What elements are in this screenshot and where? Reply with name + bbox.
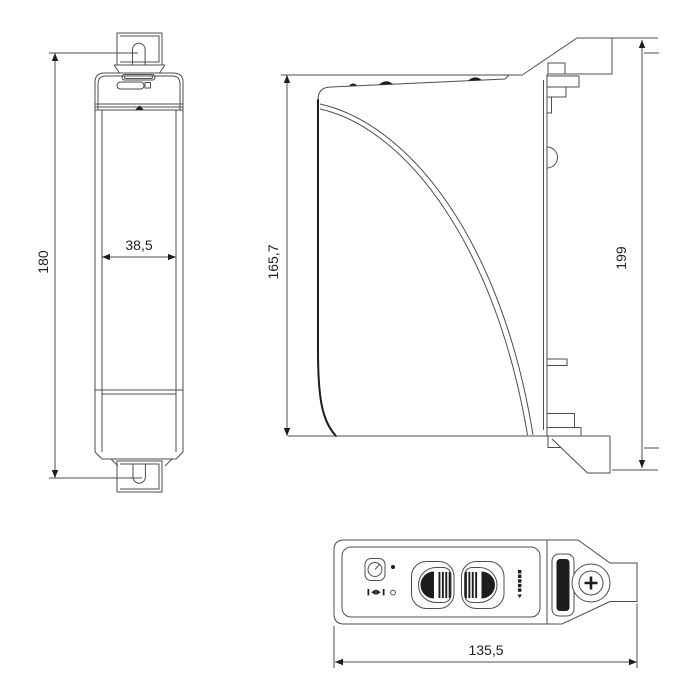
actuator-head	[94, 72, 184, 110]
button-grip-stripes	[465, 572, 478, 598]
dim-label-top-width: 135,5	[468, 642, 503, 658]
chain-retract-button	[411, 561, 455, 609]
dim-lines	[333, 603, 638, 668]
indicator-ring	[390, 589, 396, 596]
bracket-slot	[132, 42, 146, 65]
dim-top-width: 135,5	[333, 603, 638, 668]
bracket-profile	[551, 436, 611, 474]
foot-inner	[120, 463, 160, 490]
bracket-inner	[120, 35, 160, 63]
head-inner	[97, 75, 181, 110]
micro-label	[517, 570, 522, 599]
top-mounting-bracket	[113, 32, 166, 74]
body-side-walls	[101, 110, 177, 452]
back-tab	[547, 358, 568, 366]
outer-outline	[333, 539, 638, 625]
bracket-outer	[116, 32, 163, 66]
dim-label-front-width: 38,5	[125, 237, 152, 253]
bracket-collar	[113, 64, 166, 74]
head-outer	[94, 72, 184, 110]
back-wall	[543, 74, 548, 436]
front-face-edge	[317, 99, 337, 437]
indicator-dot	[391, 565, 395, 569]
front-view: 180 38,5	[35, 32, 184, 493]
chain-slot-opening	[556, 559, 570, 611]
chain-extend-button	[461, 561, 505, 609]
face-plate	[341, 546, 541, 618]
dial-knob	[367, 562, 383, 577]
chain-exit-slot	[121, 74, 156, 81]
selector-dial	[364, 558, 386, 581]
button-ring	[464, 567, 498, 603]
dim-side-total-height: 199	[612, 37, 659, 471]
rear-top-bracket	[522, 37, 613, 114]
button-outline	[411, 561, 455, 609]
button-arrow-right	[481, 571, 496, 599]
foot-collar	[110, 458, 173, 467]
curved-cover-inner	[319, 108, 528, 436]
small-port	[144, 82, 151, 89]
dim-front-height: 180	[35, 52, 142, 479]
bracket-profile	[522, 37, 613, 75]
dial-housing	[364, 558, 386, 581]
dim-label-side-total-height: 199	[613, 246, 629, 270]
dim-lines	[281, 74, 509, 436]
dim-front-width: 38,5	[102, 237, 176, 261]
body-divider-lines	[95, 389, 183, 395]
label-recess	[116, 81, 145, 90]
dial-pointer	[374, 564, 380, 570]
phillips-screw-icon	[584, 576, 598, 590]
side-view: 165,7 199	[265, 37, 659, 474]
foot-outer	[116, 460, 163, 493]
bracket-hook	[547, 436, 562, 448]
actuator-body	[94, 105, 184, 460]
alignment-mark	[135, 105, 144, 110]
chain-outlet	[551, 553, 575, 617]
limit-arrows-icon	[367, 589, 385, 596]
screw-boss	[571, 563, 611, 603]
button-outline	[461, 561, 505, 609]
bracket-hook	[547, 62, 566, 75]
dim-lines	[612, 37, 659, 471]
dim-label-side-front-height: 165,7	[265, 244, 281, 279]
foot-slot	[132, 464, 146, 484]
top-screw-bumps	[349, 77, 482, 86]
dim-label-front-height: 180	[35, 250, 51, 274]
rear-bottom-bracket	[547, 413, 611, 474]
bracket-steps	[547, 75, 580, 114]
top-view: 135,5	[333, 539, 638, 668]
dim-lines	[49, 52, 142, 479]
chain-exit-slot-inner	[124, 75, 153, 79]
dim-side-front-height: 165,7	[265, 74, 509, 436]
bracket-steps	[547, 413, 582, 437]
button-grip-stripes	[438, 572, 451, 598]
dim-arrows	[102, 253, 176, 261]
back-notch	[546, 146, 558, 169]
body-outline	[94, 109, 184, 460]
curved-cover-outer	[319, 103, 534, 436]
bottom-mounting-bracket	[110, 458, 173, 493]
screw-head	[578, 570, 604, 596]
button-ring	[418, 567, 452, 603]
micro-label-arrow	[517, 594, 522, 599]
top-edge	[317, 74, 523, 101]
button-arrow-left	[420, 571, 434, 599]
